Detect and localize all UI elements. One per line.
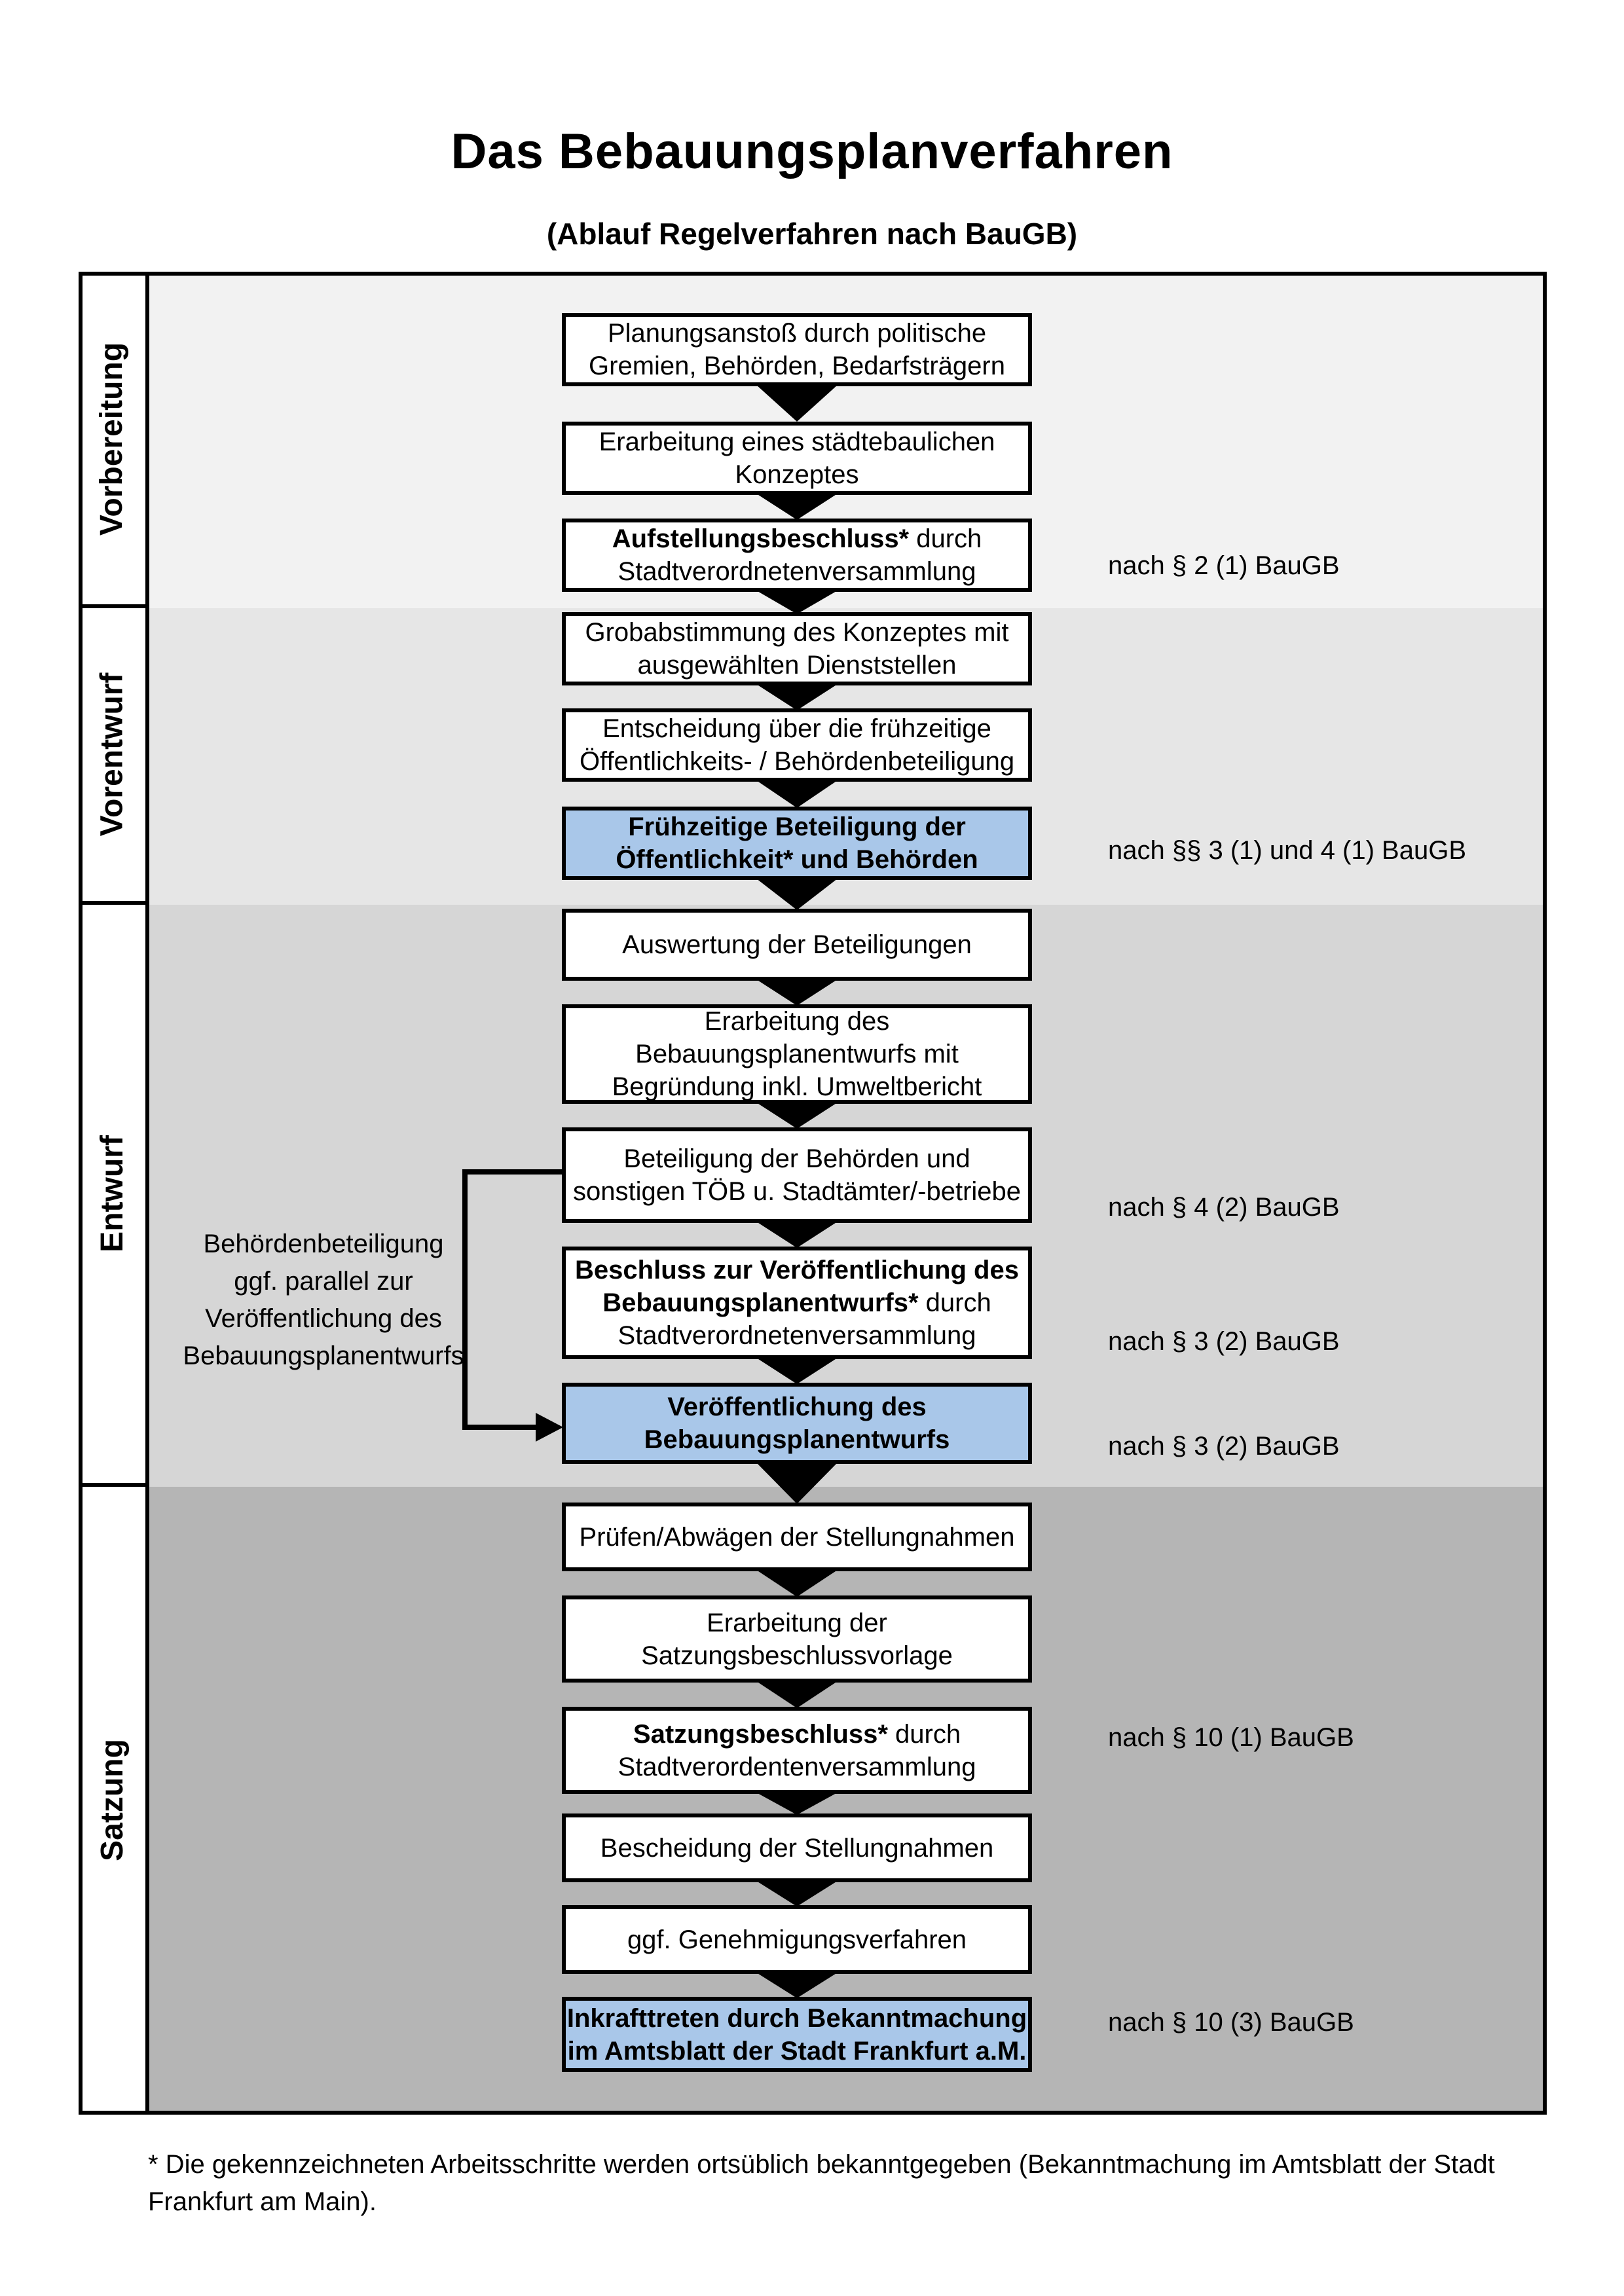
- step-veroeffentlichung: Veröffentlichung des Bebauungsplanentwur…: [562, 1383, 1032, 1464]
- step-text: Aufstellungsbeschluss* durch: [612, 524, 982, 553]
- step-grobabstimmung: Grobabstimmung des Konzeptes mit ausgewä…: [562, 612, 1032, 685]
- side-note: Behördenbeteiligung ggf. parallel zur Ve…: [175, 1226, 471, 1375]
- down-arrow-icon: [756, 1570, 838, 1597]
- step-text: Konzeptes: [735, 460, 859, 489]
- down-arrow-icon: [756, 1222, 838, 1248]
- step-text: Bebauungsplanentwurfs* durch: [602, 1288, 991, 1317]
- step-aufstellungsbeschluss: Aufstellungsbeschluss* durch Stadtverord…: [562, 519, 1032, 592]
- step-satzungsbeschlussvorlage: Erarbeitung der Satzungsbeschlussvorlage: [562, 1595, 1032, 1683]
- legal-note: nach § 10 (1) BauGB: [1108, 1723, 1354, 1752]
- step-beschluss-veroeffentlichung: Beschluss zur Veröffentlichung des Bebau…: [562, 1247, 1032, 1359]
- step-konzept: Erarbeitung eines städtebaulichen Konzep…: [562, 422, 1032, 495]
- phase-label-satzung: Satzung: [79, 1487, 149, 2113]
- step-text: ausgewählten Dienststellen: [637, 651, 957, 680]
- down-arrow-icon: [756, 1463, 838, 1504]
- step-text: sonstigen TÖB u. Stadtämter/-betriebe: [572, 1177, 1022, 1206]
- step-genehmigungsverfahren: ggf. Genehmigungsverfahren: [562, 1905, 1032, 1974]
- step-text: Begründung inkl. Umweltbericht: [612, 1072, 982, 1101]
- phase-label-text: Vorentwurf: [94, 672, 130, 837]
- step-text: im Amtsblatt der Stadt Frankfurt a.M.: [567, 2036, 1027, 2066]
- step-bescheidung: Bescheidung der Stellungnahmen: [562, 1813, 1032, 1882]
- down-arrow-icon: [756, 1881, 838, 1906]
- down-arrow-icon: [756, 979, 838, 1006]
- step-text: Beschluss zur Veröffentlichung des: [575, 1256, 1019, 1285]
- step-text: Satzungsbeschlussvorlage: [641, 1641, 953, 1670]
- step-text: Grobabstimmung des Konzeptes mit: [585, 618, 1009, 647]
- down-arrow-icon: [756, 1973, 838, 1998]
- page-subtitle: (Ablauf Regelverfahren nach BauGB): [546, 217, 1078, 251]
- step-text: Satzungsbeschluss* durch: [633, 1719, 961, 1749]
- step-text: Bebauungsplanentwurfs: [644, 1425, 950, 1454]
- footnote: * Die gekennzeichneten Arbeitsschritte w…: [148, 2146, 1530, 2221]
- down-arrow-icon: [756, 385, 838, 422]
- step-text: Beteiligung der Behörden und: [623, 1144, 970, 1173]
- footnote-line: Frankfurt am Main).: [148, 2187, 377, 2216]
- down-arrow-icon: [756, 684, 838, 710]
- legal-note: nach § 10 (3) BauGB: [1108, 2008, 1354, 2037]
- phase-label-vorentwurf: Vorentwurf: [79, 608, 149, 905]
- down-arrow-icon: [756, 780, 838, 808]
- legal-note: nach § 2 (1) BauGB: [1108, 551, 1340, 580]
- phase-label-vorbereitung: Vorbereitung: [79, 274, 149, 608]
- step-entscheidung-beteiligung: Entscheidung über die frühzeitige Öffent…: [562, 708, 1032, 782]
- step-text: Gremien, Behörden, Bedarfsträgern: [589, 352, 1005, 380]
- phase-label-text: Entwurf: [94, 1135, 130, 1252]
- step-text: Inkrafttreten durch Bekanntmachung: [566, 2003, 1027, 2033]
- side-note-line: Behördenbeteiligung: [203, 1230, 444, 1258]
- step-pruefen-abwaegen: Prüfen/Abwägen der Stellungnahmen: [562, 1503, 1032, 1571]
- bracket-line-bottom: [462, 1425, 538, 1430]
- down-arrow-icon: [756, 1681, 838, 1708]
- step-text: Auswertung der Beteiligungen: [622, 930, 972, 959]
- legal-note: nach §§ 3 (1) und 4 (1) BauGB: [1108, 836, 1466, 865]
- step-text: Erarbeitung der: [707, 1608, 887, 1637]
- step-text: Bescheidung der Stellungnahmen: [600, 1833, 994, 1863]
- side-note-line: Bebauungsplanentwurfs: [183, 1341, 464, 1370]
- step-behoerdenbeteiligung: Beteiligung der Behörden und sonstigen T…: [562, 1127, 1032, 1223]
- step-erarbeitung-entwurf: Erarbeitung des Bebauungsplanentwurfs mi…: [562, 1004, 1032, 1104]
- step-text: Stadtverordentenversammlung: [618, 1752, 976, 1781]
- phase-label-text: Satzung: [94, 1738, 130, 1861]
- step-text: Erarbeitung des: [704, 1007, 890, 1036]
- bracket-line-vertical: [462, 1169, 468, 1430]
- side-note-line: ggf. parallel zur: [234, 1267, 413, 1296]
- step-text: Planungsanstoß durch politische: [607, 319, 987, 348]
- step-text: Stadtverordnetenversammlung: [618, 557, 976, 586]
- legal-note: nach § 3 (2) BauGB: [1108, 1432, 1340, 1461]
- down-arrow-icon: [756, 879, 838, 910]
- step-fruehzeitige-beteiligung: Frühzeitige Beteiligung der Öffentlichke…: [562, 807, 1032, 880]
- phase-label-entwurf: Entwurf: [79, 905, 149, 1487]
- footnote-line: * Die gekennzeichneten Arbeitsschritte w…: [148, 2150, 1495, 2179]
- step-text: Frühzeitige Beteiligung der: [628, 812, 966, 841]
- step-inkrafttreten: Inkrafttreten durch Bekanntmachung im Am…: [562, 1997, 1032, 2072]
- page-title: Das Bebauungsplanverfahren: [451, 124, 1173, 179]
- step-planungsanstoss: Planungsanstoß durch politische Gremien,…: [562, 313, 1032, 386]
- step-auswertung: Auswertung der Beteiligungen: [562, 909, 1032, 981]
- down-arrow-icon: [756, 1102, 838, 1129]
- phase-label-text: Vorbereitung: [94, 342, 130, 536]
- step-text: Öffentlichkeit* und Behörden: [616, 845, 978, 874]
- down-arrow-icon: [756, 494, 838, 520]
- down-arrow-icon: [756, 591, 838, 614]
- legal-note: nach § 3 (2) BauGB: [1108, 1327, 1340, 1356]
- step-text: Prüfen/Abwägen der Stellungnahmen: [579, 1522, 1015, 1552]
- down-arrow-icon: [756, 1358, 838, 1384]
- right-arrow-icon: [536, 1413, 563, 1442]
- legal-note: nach § 4 (2) BauGB: [1108, 1193, 1340, 1222]
- side-note-line: Veröffentlichung des: [205, 1304, 442, 1333]
- step-text: Bebauungsplanentwurfs mit: [635, 1040, 959, 1068]
- step-text: Entscheidung über die frühzeitige: [602, 714, 991, 743]
- step-satzungsbeschluss: Satzungsbeschluss* durch Stadtverordente…: [562, 1707, 1032, 1794]
- down-arrow-icon: [756, 1793, 838, 1815]
- step-text: Stadtverordnetenversammlung: [618, 1321, 976, 1350]
- step-text: Erarbeitung eines städtebaulichen: [599, 428, 995, 456]
- step-text: Veröffentlichung des: [667, 1393, 927, 1421]
- bracket-line-top: [462, 1169, 562, 1175]
- step-text: ggf. Genehmigungsverfahren: [627, 1925, 967, 1954]
- step-text: Öffentlichkeits- / Behördenbeteiligung: [579, 747, 1015, 776]
